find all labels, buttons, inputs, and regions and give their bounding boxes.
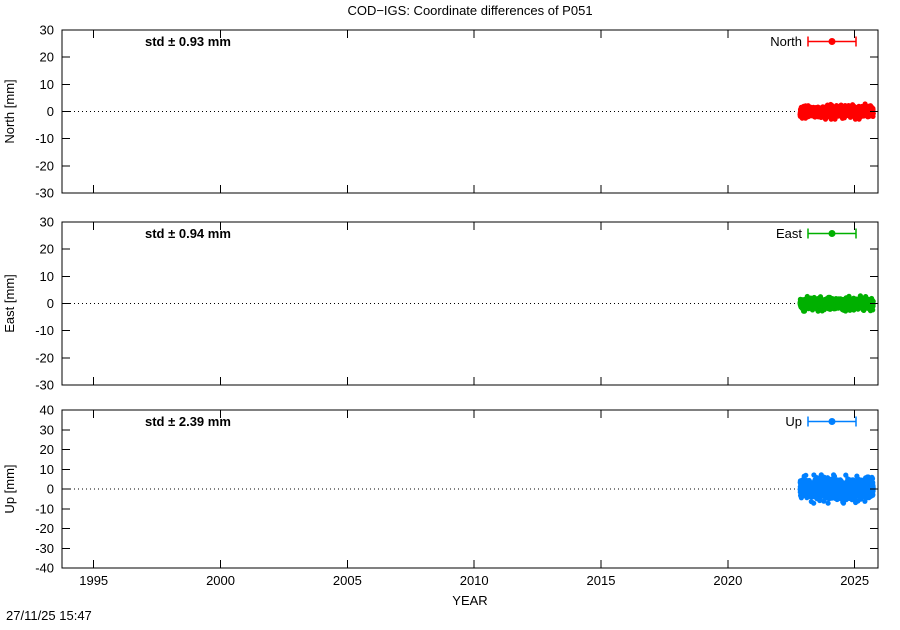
y-tick-label: 0 [47,482,54,497]
panel-north: -30 -20 -10 0 10 20 30 std ± 0.93 mm NorthNorth … [2,23,879,201]
x-tick-label: 2010 [460,573,489,588]
scatter-points-north [797,101,876,122]
x-tick-label: 2000 [206,573,235,588]
page-title: COD−IGS: Coordinate differences of P051 [347,3,593,18]
panel-border-up [61,409,879,569]
legend-label-north: North [770,34,802,49]
y-tick-label: 10 [40,462,54,477]
y-axis-label-up: Up [mm] [2,464,17,513]
x-tick-label: 2005 [333,573,362,588]
y-tick-label: -20 [35,158,54,173]
y-axis-label-east: East [mm] [2,274,17,333]
y-tick-label: 0 [47,104,54,119]
x-tick-labels: 1995 2000 2005 2010 2015 2020 2025 [79,573,869,588]
y-tick-label: -20 [35,521,54,536]
y-tick-label: 30 [40,422,54,437]
y-tick-label: -30 [35,378,54,393]
panel-border-north [61,29,879,194]
y-tick-label: -40 [35,561,54,576]
y-tick-label: -10 [35,131,54,146]
std-annotation-up: std ± 2.39 mm [145,414,231,429]
y-tick-label: 0 [47,296,54,311]
scatter-points-east [797,293,876,314]
legend-key-up [807,416,857,427]
legend-label-east: East [776,226,802,241]
y-tick-label: 40 [40,403,54,418]
y-tick-label: -10 [35,501,54,516]
x-axis-label: YEAR [452,593,488,608]
y-tick-label: 20 [40,242,54,257]
legend-key-east [807,228,857,239]
y-tick-label: 30 [40,23,54,38]
scatter-points-up [797,472,876,506]
y-tick-label: 30 [40,215,54,230]
y-tick-label: -10 [35,323,54,338]
panel-up: -40 -30 -20 -10 0 10 20 30 40 std ± 2.39 mm Up Up [… [2,403,879,576]
x-tick-label: 2025 [840,573,869,588]
y-tick-label: 10 [40,77,54,92]
y-tick-label: -30 [35,541,54,556]
timestamp: 27/11/25 15:47 [6,608,92,623]
y-tick-label: -20 [35,350,54,365]
x-tick-label: 2020 [713,573,742,588]
std-annotation-north: std ± 0.93 mm [145,34,231,49]
std-annotation-east: std ± 0.94 mm [145,226,231,241]
x-tick-label: 1995 [79,573,108,588]
y-tick-label: -30 [35,186,54,201]
y-tick-label: 20 [40,50,54,65]
legend-key-north [807,36,857,47]
panel-border-east [61,221,879,386]
x-tick-label: 2015 [587,573,616,588]
y-tick-label: 20 [40,442,54,457]
legend-label-up: Up [785,414,802,429]
y-tick-label: 10 [40,269,54,284]
y-axis-label-north: North [mm] [2,79,17,143]
